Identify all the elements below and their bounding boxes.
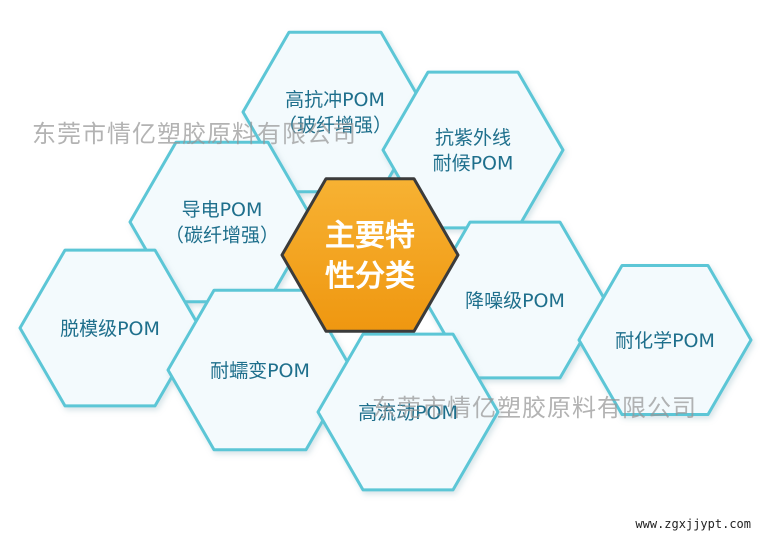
label-chemical-line: 耐化学POM: [615, 330, 715, 352]
label-release-line: 脱模级POM: [60, 318, 160, 340]
label-creep-line: 耐蠕变POM: [210, 360, 310, 382]
center-label-line: 主要特: [325, 219, 415, 254]
label-uv-line: 耐候POM: [433, 153, 514, 175]
label-noise-line: 降噪级POM: [465, 290, 565, 312]
hexagon-release: [18, 248, 202, 408]
hexagon-center: [280, 177, 460, 333]
label-flow-line: 高流动POM: [358, 402, 458, 424]
label-impact-line: 高抗冲POM: [285, 89, 385, 111]
center-label-line: 性分类: [325, 259, 415, 294]
hexagon-chemical: [577, 264, 753, 416]
label-conductive-line: 导电POM: [182, 199, 263, 221]
label-impact-line: （玻纤增强）: [278, 115, 392, 137]
watermark-text: 东莞市情亿塑胶原料有限公司: [32, 120, 357, 148]
label-conductive-line: （碳纤增强）: [165, 225, 279, 247]
watermark-text: 东莞市情亿塑胶原料有限公司: [372, 394, 697, 422]
hexagon-flow: [316, 332, 500, 492]
label-uv-line: 抗紫外线: [435, 127, 511, 149]
site-url: www.zgxjjypt.com: [635, 517, 751, 531]
